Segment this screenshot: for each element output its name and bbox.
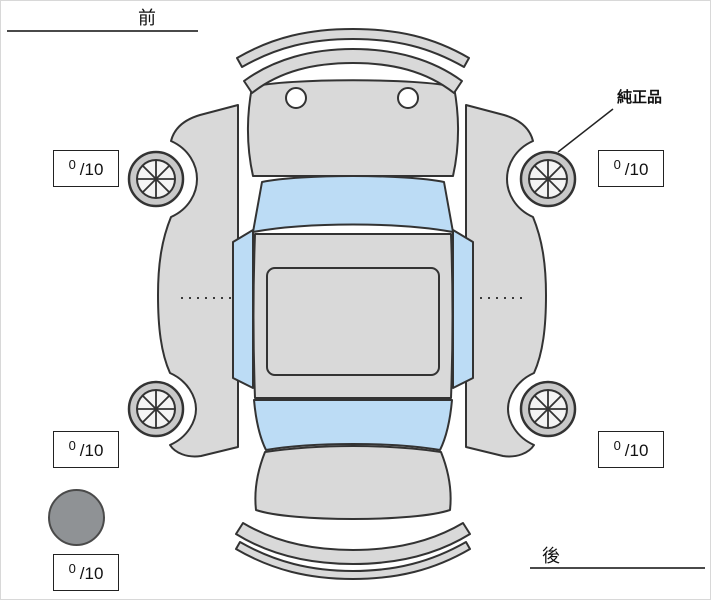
tire-score-front-left-max: /10	[79, 159, 104, 179]
tire-score-spare: 0/10	[53, 554, 119, 591]
right-side-window-glass	[452, 229, 474, 389]
spare-tire-icon	[48, 489, 105, 546]
front-left-wheel-icon	[127, 150, 185, 208]
left-side-window-glass	[232, 229, 254, 389]
hood-panel	[247, 79, 459, 177]
tire-score-rear-left: 0/10	[53, 431, 119, 468]
tire-score-rear-right-value: 0	[613, 437, 621, 453]
rear-window-glass	[253, 399, 453, 451]
left-side-panel	[157, 104, 239, 458]
rear-bumper-strip	[235, 541, 471, 580]
front-bumper-strip	[236, 28, 470, 68]
front-right-wheel-icon	[519, 150, 577, 208]
tire-score-rear-left-max: /10	[79, 440, 104, 460]
tire-score-front-right-value: 0	[613, 156, 621, 172]
front-bumper	[243, 48, 463, 94]
front-label: 前	[138, 8, 157, 28]
hood-left-circle	[285, 87, 307, 109]
rear-label: 後	[542, 546, 560, 566]
tire-score-rear-right-max: /10	[624, 440, 649, 460]
front-underline	[7, 30, 198, 32]
tire-score-front-right: 0/10	[598, 150, 664, 187]
hood-right-circle	[397, 87, 419, 109]
tire-score-front-left-value: 0	[68, 156, 76, 172]
tire-score-rear-right: 0/10	[598, 431, 664, 468]
right-side-panel	[465, 104, 547, 458]
rear-right-wheel-icon	[519, 380, 577, 438]
rear-underline	[530, 567, 705, 569]
trunk-panel	[254, 445, 452, 520]
tire-score-rear-left-value: 0	[68, 437, 76, 453]
tire-score-spare-value: 0	[68, 560, 76, 576]
tire-score-front-right-max: /10	[624, 159, 649, 179]
roof-panel-outline	[266, 267, 440, 376]
cabin-body	[252, 233, 454, 399]
genuine-part-pointer-line	[557, 108, 614, 153]
tire-score-front-left: 0/10	[53, 150, 119, 187]
genuine-part-label: 純正品	[617, 89, 663, 106]
tire-score-spare-max: /10	[79, 563, 104, 583]
rear-left-wheel-icon	[127, 380, 185, 438]
windshield-glass	[252, 175, 454, 233]
rear-bumper	[235, 522, 471, 565]
